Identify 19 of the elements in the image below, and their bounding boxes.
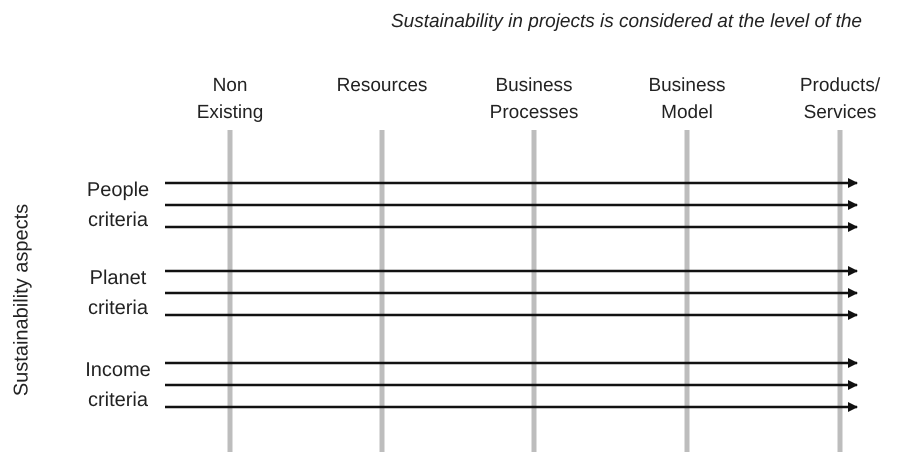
arrow <box>165 200 858 210</box>
arrow <box>165 288 858 298</box>
column-heading: Business Model <box>647 74 727 125</box>
row-label: Income criteria <box>73 355 163 415</box>
arrow <box>165 222 858 232</box>
row-label: Planet criteria <box>73 263 163 323</box>
arrow <box>165 178 858 188</box>
column-heading: Non Existing <box>196 74 264 125</box>
title: Sustainability in projects is considered at the level of the <box>390 10 862 34</box>
column-heading: Resources <box>336 74 428 98</box>
arrow <box>165 358 858 368</box>
arrow <box>165 402 858 412</box>
arrow <box>165 266 858 276</box>
row-label: People criteria <box>73 175 163 235</box>
arrow <box>165 310 858 320</box>
axis-title: Sustainability aspects <box>10 204 34 396</box>
column-heading: Products/ Services <box>798 74 882 125</box>
arrow <box>165 380 858 390</box>
column-heading: Business Processes <box>488 74 580 125</box>
